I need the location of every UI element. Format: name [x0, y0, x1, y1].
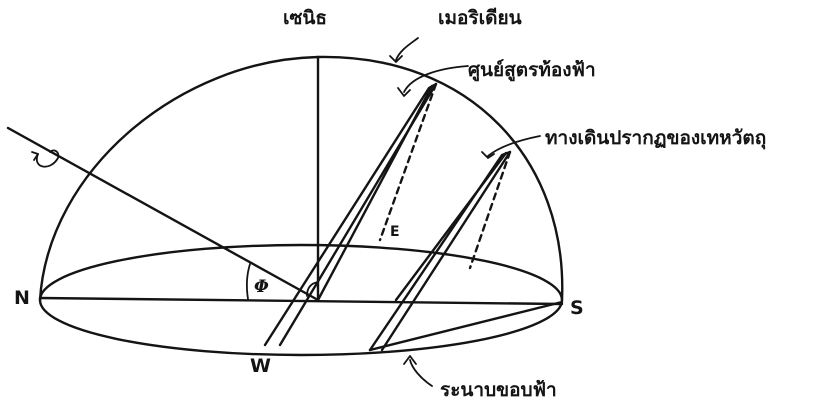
pointer-arrow-icon — [397, 65, 469, 97]
north-label: N — [14, 287, 30, 309]
celestial-dome — [38, 55, 564, 302]
meridian-label: เมอริเดียน — [438, 7, 522, 29]
star-path-connector — [394, 151, 508, 302]
star-path-hidden-line — [468, 150, 512, 270]
east-label: E — [390, 224, 400, 240]
equator-hidden-line — [378, 82, 438, 242]
pointer-arrow-icon — [403, 355, 433, 387]
equator-connector — [316, 84, 434, 302]
celestial-equator-label: ศูนย์สูตรท้องฟ้า — [468, 59, 596, 82]
north-south-line — [38, 296, 564, 306]
horizon-plane-label: ระนาบขอบฟ้า — [440, 379, 557, 401]
latitude-angle-label: Φ — [254, 277, 269, 297]
west-label: W — [250, 355, 271, 377]
diagonal-to-south — [368, 300, 564, 352]
zenith-label: เซนิธ — [283, 7, 327, 29]
polar-axis — [6, 126, 320, 302]
latitude-angle-arc — [245, 263, 251, 300]
pointer-arrow-icon — [389, 37, 419, 63]
pointer-arrow-icon — [481, 135, 541, 159]
horizon-ellipse — [38, 243, 564, 357]
star-path-label: ทางเดินปรากฏของเทหวัตถุ — [545, 127, 766, 150]
south-label: S — [570, 297, 584, 319]
rotation-arrow-icon — [31, 149, 60, 168]
